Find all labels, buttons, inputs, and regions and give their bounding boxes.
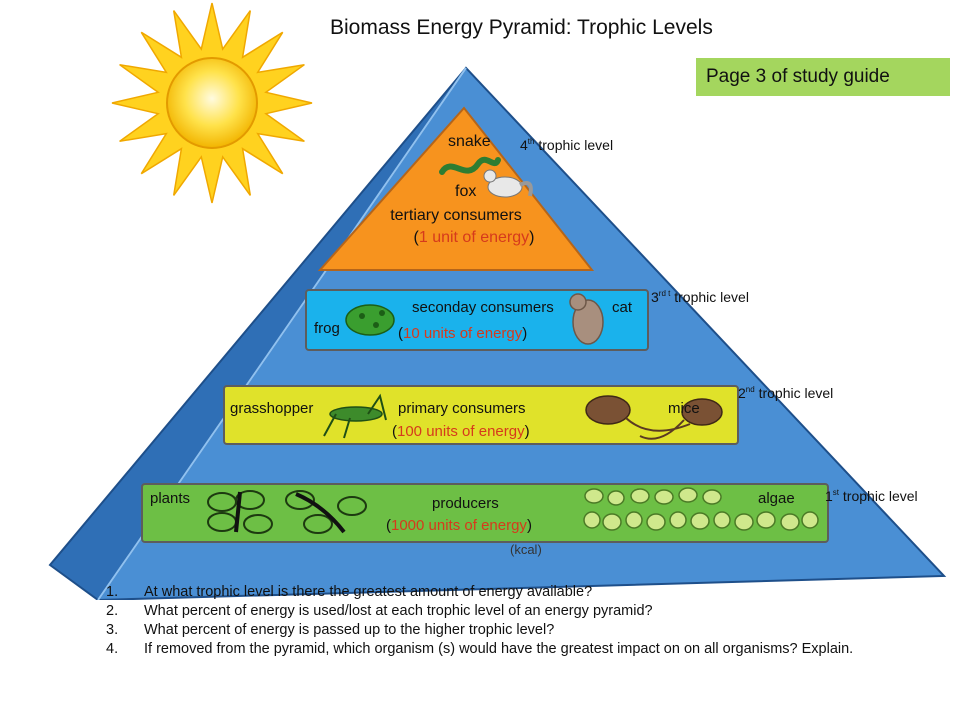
level-text: trophic level bbox=[842, 488, 918, 504]
question-number: 1. bbox=[106, 584, 119, 600]
level-text: trophic level bbox=[758, 385, 834, 401]
energy-pyramid-diagram: snake fox tertiary consumers (1 unit of … bbox=[48, 2, 947, 600]
level-text: trophic level bbox=[674, 289, 749, 305]
level-text: trophic level bbox=[538, 137, 614, 153]
organism-cat-label: cat bbox=[612, 299, 633, 316]
question-text: At what trophic level is there the great… bbox=[144, 584, 593, 600]
organism-grasshopper-label: grasshopper bbox=[230, 400, 313, 417]
tier-producers-label: producers bbox=[432, 495, 499, 512]
tier-primary-energy-line: (100 units of energy) bbox=[392, 423, 530, 440]
trophic-level-1-label: 1st trophic level bbox=[825, 488, 918, 504]
question-number: 2. bbox=[106, 603, 119, 619]
fox-icon bbox=[483, 169, 533, 198]
organism-algae-label: algae bbox=[758, 490, 795, 507]
grasshopper-icon bbox=[323, 393, 387, 439]
level-suffix: st bbox=[832, 488, 840, 497]
plants-icon bbox=[207, 490, 367, 534]
organism-frog-label: frog bbox=[314, 320, 340, 337]
level-number: 4 bbox=[520, 137, 528, 153]
trophic-level-3-label: 3rd t trophic level bbox=[651, 289, 749, 305]
frog-icon bbox=[345, 304, 395, 336]
trophic-level-4-label: 4th trophic level bbox=[520, 137, 613, 153]
tier-tertiary-close: ) bbox=[529, 229, 534, 246]
question-item: 3. What percent of energy is passed up to… bbox=[106, 621, 866, 640]
organism-mice-label: mice bbox=[668, 400, 700, 417]
mouse-icon bbox=[585, 395, 723, 440]
tier-producers-close: ) bbox=[527, 517, 532, 534]
unit-note: (kcal) bbox=[510, 542, 542, 557]
organism-snake-label: snake bbox=[448, 133, 491, 150]
algae-icon bbox=[583, 487, 819, 531]
tier-producers-energy: 1000 units of energy bbox=[391, 517, 527, 534]
question-text: What percent of energy is passed up to t… bbox=[144, 622, 555, 638]
question-number: 3. bbox=[106, 622, 119, 638]
level-suffix: th bbox=[527, 137, 535, 146]
snake-icon bbox=[439, 156, 501, 175]
tier-secondary-bg bbox=[305, 289, 649, 351]
question-text: If removed from the pyramid, which organ… bbox=[144, 641, 854, 657]
level-suffix: rd t bbox=[658, 289, 671, 298]
level-suffix: nd bbox=[745, 385, 755, 394]
question-item: 2. What percent of energy is used/lost at… bbox=[106, 602, 866, 621]
tier-tertiary-energy: 1 unit of energy bbox=[419, 229, 529, 246]
level-number: 3 bbox=[651, 289, 659, 305]
question-item: 4. If removed from the pyramid, which org… bbox=[106, 640, 866, 659]
question-number: 4. bbox=[106, 641, 119, 657]
tier-secondary-label: seconday consumers bbox=[412, 299, 554, 316]
tier-secondary-open: ( bbox=[398, 325, 403, 342]
tier-primary-energy: 100 units of energy bbox=[397, 423, 525, 440]
cat-icon bbox=[569, 293, 604, 345]
study-questions-list: 1. At what trophic level is there the gre… bbox=[106, 583, 866, 659]
trophic-level-2-label: 2nd trophic level bbox=[738, 385, 833, 401]
tier-primary-open: ( bbox=[392, 423, 397, 440]
organism-plants-label: plants bbox=[150, 490, 190, 507]
question-item: 1. At what trophic level is there the gre… bbox=[106, 583, 866, 602]
study-guide-note: Page 3 of study guide bbox=[696, 58, 950, 96]
tier-tertiary-bg bbox=[317, 106, 595, 271]
tier-tertiary-label: tertiary consumers bbox=[390, 207, 522, 224]
tier-producers-energy-line: (1000 units of energy) bbox=[386, 517, 532, 534]
level-number: 2 bbox=[738, 385, 746, 401]
tier-primary-label: primary consumers bbox=[398, 400, 526, 417]
organism-fox-label: fox bbox=[455, 183, 476, 200]
question-text: What percent of energy is used/lost at e… bbox=[144, 603, 653, 619]
tier-secondary-energy-line: (10 units of energy) bbox=[398, 325, 527, 342]
tier-primary-close: ) bbox=[525, 423, 530, 440]
level-number: 1 bbox=[825, 488, 833, 504]
tier-secondary-energy: 10 units of energy bbox=[403, 325, 523, 342]
sun-icon bbox=[111, 2, 313, 204]
tier-tertiary-energy-line: (1 unit of energy) bbox=[414, 229, 535, 246]
tier-tertiary-open: ( bbox=[414, 229, 420, 246]
tier-producers-open: ( bbox=[386, 517, 391, 534]
page-title: Biomass Energy Pyramid: Trophic Levels bbox=[330, 16, 713, 39]
tier-secondary-close: ) bbox=[522, 325, 527, 342]
